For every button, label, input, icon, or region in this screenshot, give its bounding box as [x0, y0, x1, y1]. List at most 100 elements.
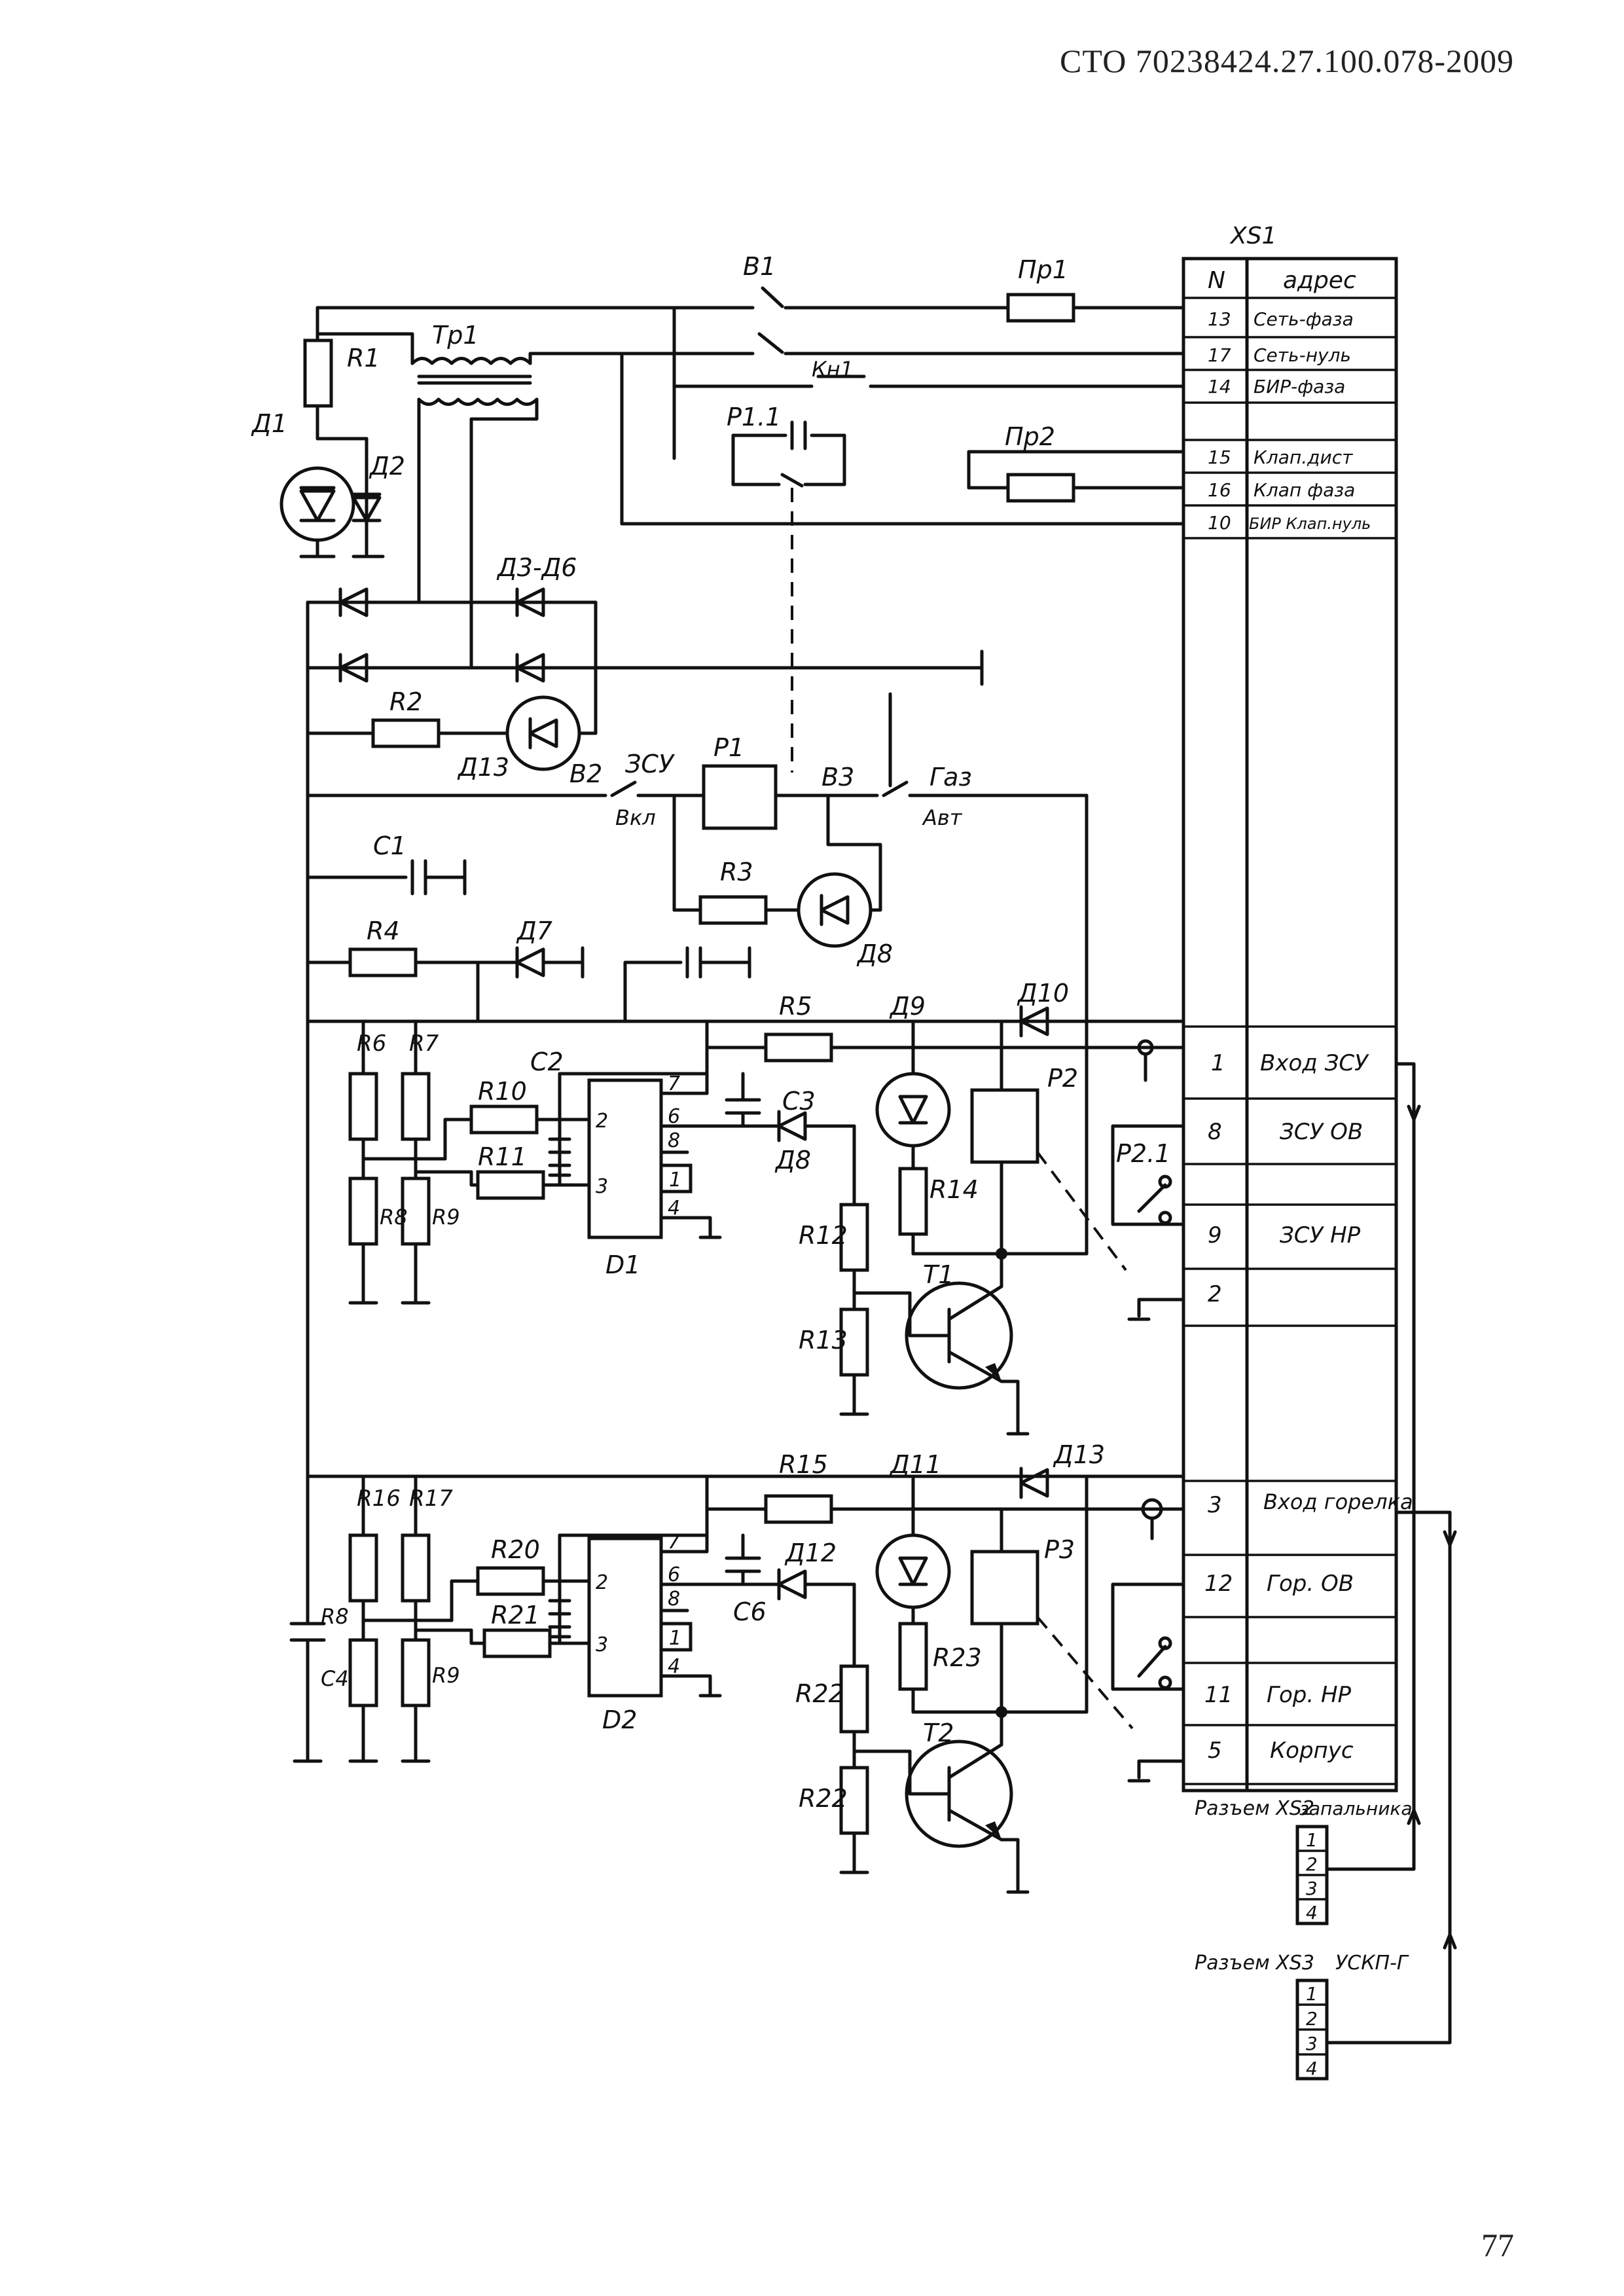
- svg-text:R8: R8: [380, 1205, 408, 1230]
- xs1-n-10: 10: [1208, 512, 1231, 534]
- xs3-label: Разъем XS3: [1195, 1952, 1314, 1975]
- svg-text:8: 8: [668, 1588, 680, 1611]
- power-section: [280, 286, 1185, 1023]
- xs1-addr-17: Сеть-нуль: [1254, 344, 1351, 366]
- svg-text:R11: R11: [478, 1142, 527, 1171]
- document-code: СТО 70238424.27.100.078-2009: [1060, 43, 1514, 79]
- svg-text:3: 3: [596, 1175, 608, 1198]
- xs1-n-11: 11: [1204, 1682, 1233, 1708]
- svg-text:R22: R22: [799, 1784, 848, 1813]
- xs1-addr-14: БИР-фаза: [1254, 376, 1345, 397]
- svg-text:R9: R9: [432, 1205, 460, 1230]
- xs1-addr-9: ЗСУ НР: [1280, 1222, 1361, 1248]
- svg-text:B3: B3: [821, 763, 854, 792]
- svg-text:B1: B1: [743, 252, 776, 281]
- svg-text:Д13: Д13: [457, 753, 509, 782]
- svg-text:4: 4: [1306, 1902, 1318, 1923]
- svg-text:D2: D2: [602, 1705, 637, 1734]
- svg-text:2: 2: [596, 1571, 608, 1594]
- svg-text:ЗСУ: ЗСУ: [625, 750, 676, 778]
- svg-text:Газ: Газ: [929, 763, 972, 792]
- svg-text:R14: R14: [929, 1175, 979, 1204]
- svg-text:R16: R16: [357, 1485, 401, 1512]
- xs1-n-3: 3: [1208, 1492, 1222, 1518]
- xs1-addr-11: Гор. НР: [1267, 1682, 1352, 1708]
- channel-burner: [289, 1467, 1185, 1894]
- svg-text:Кн1: Кн1: [812, 357, 854, 382]
- svg-text:T1: T1: [923, 1260, 954, 1289]
- svg-text:Д7: Д7: [516, 917, 552, 945]
- connector-xs2: Разъем XS2 запальника 1 2 3 4: [1195, 1797, 1412, 1925]
- xs1-addr-13: Сеть-фаза: [1254, 308, 1354, 330]
- xs1-addr-5: Корпус: [1270, 1738, 1354, 1764]
- svg-text:Д11: Д11: [889, 1450, 941, 1479]
- svg-text:R13: R13: [799, 1326, 848, 1355]
- svg-text:R10: R10: [478, 1077, 527, 1106]
- xs1-addr-16: Клап фаза: [1254, 479, 1355, 501]
- svg-text:R6: R6: [357, 1030, 386, 1057]
- svg-text:1: 1: [669, 1627, 681, 1650]
- xs1-addr-12: Гор. ОВ: [1267, 1571, 1354, 1597]
- svg-text:Р1.1: Р1.1: [727, 403, 781, 431]
- svg-text:1: 1: [1306, 1829, 1318, 1851]
- svg-text:Пр1: Пр1: [1018, 255, 1068, 284]
- svg-text:Р2.1: Р2.1: [1116, 1139, 1170, 1168]
- svg-text:2: 2: [1306, 1853, 1318, 1875]
- svg-text:R22: R22: [795, 1679, 844, 1708]
- xs1-col-addr: адрес: [1283, 267, 1356, 294]
- page-number: 77: [1481, 2227, 1514, 2263]
- svg-text:R2: R2: [389, 687, 423, 716]
- svg-text:C6: C6: [733, 1597, 767, 1626]
- svg-text:Д13: Д13: [1053, 1440, 1105, 1469]
- xs1-n-15: 15: [1208, 446, 1231, 468]
- svg-text:R23: R23: [933, 1643, 982, 1672]
- svg-text:6: 6: [668, 1563, 680, 1586]
- svg-text:C3: C3: [782, 1087, 816, 1116]
- xs2-label: Разъем XS2: [1195, 1797, 1314, 1820]
- svg-text:R8: R8: [321, 1604, 349, 1629]
- svg-text:7: 7: [668, 1531, 680, 1554]
- channel-zsu: [306, 1005, 1185, 1478]
- xs1-n-2: 2: [1208, 1281, 1222, 1307]
- svg-text:Д10: Д10: [1017, 979, 1069, 1008]
- svg-text:Вкл: Вкл: [615, 805, 656, 830]
- svg-text:R17: R17: [409, 1485, 453, 1512]
- svg-text:4: 4: [668, 1197, 680, 1220]
- xs1-n-16: 16: [1208, 479, 1231, 501]
- connector-xs3: Разъем XS3 УСКП-Г 1 2 3 4: [1195, 1952, 1409, 2081]
- svg-text:Д3-Д6: Д3-Д6: [496, 553, 577, 582]
- svg-text:7: 7: [668, 1072, 680, 1095]
- svg-text:2: 2: [1306, 2008, 1318, 2030]
- xs1-n-17: 17: [1208, 344, 1231, 366]
- svg-text:Д8: Д8: [774, 1146, 811, 1175]
- svg-text:4: 4: [668, 1655, 680, 1678]
- svg-text:P2: P2: [1047, 1064, 1078, 1093]
- xs1-n-13: 13: [1208, 308, 1231, 330]
- xs3-device: УСКП-Г: [1335, 1952, 1409, 1975]
- svg-text:8: 8: [668, 1129, 680, 1152]
- svg-text:P3: P3: [1044, 1535, 1075, 1564]
- xs1-addr-1: Вход ЗСУ: [1260, 1050, 1369, 1076]
- svg-text:R7: R7: [409, 1030, 439, 1057]
- svg-text:B2: B2: [569, 759, 602, 788]
- svg-text:Р1: Р1: [713, 733, 744, 762]
- xs1-addr-3: Вход горелка: [1263, 1489, 1413, 1514]
- xs1-n-14: 14: [1208, 376, 1231, 397]
- svg-text:R1: R1: [347, 344, 380, 373]
- xs1-frame: [1182, 257, 1398, 1793]
- xs2-device: запальника: [1299, 1798, 1412, 1819]
- svg-text:4: 4: [1306, 2058, 1318, 2079]
- svg-text:T2: T2: [923, 1719, 954, 1747]
- svg-text:R5: R5: [779, 992, 812, 1021]
- svg-text:Пр2: Пр2: [1005, 422, 1055, 451]
- svg-text:R3: R3: [720, 858, 753, 886]
- svg-text:D1: D1: [605, 1250, 640, 1279]
- xs1-col-n: N: [1208, 267, 1225, 294]
- svg-text:R12: R12: [799, 1221, 848, 1250]
- svg-text:R20: R20: [491, 1535, 540, 1564]
- svg-text:Д1: Д1: [251, 409, 287, 438]
- svg-text:2: 2: [596, 1110, 608, 1133]
- xs1-n-1: 1: [1211, 1050, 1225, 1076]
- svg-text:Д9: Д9: [889, 992, 926, 1021]
